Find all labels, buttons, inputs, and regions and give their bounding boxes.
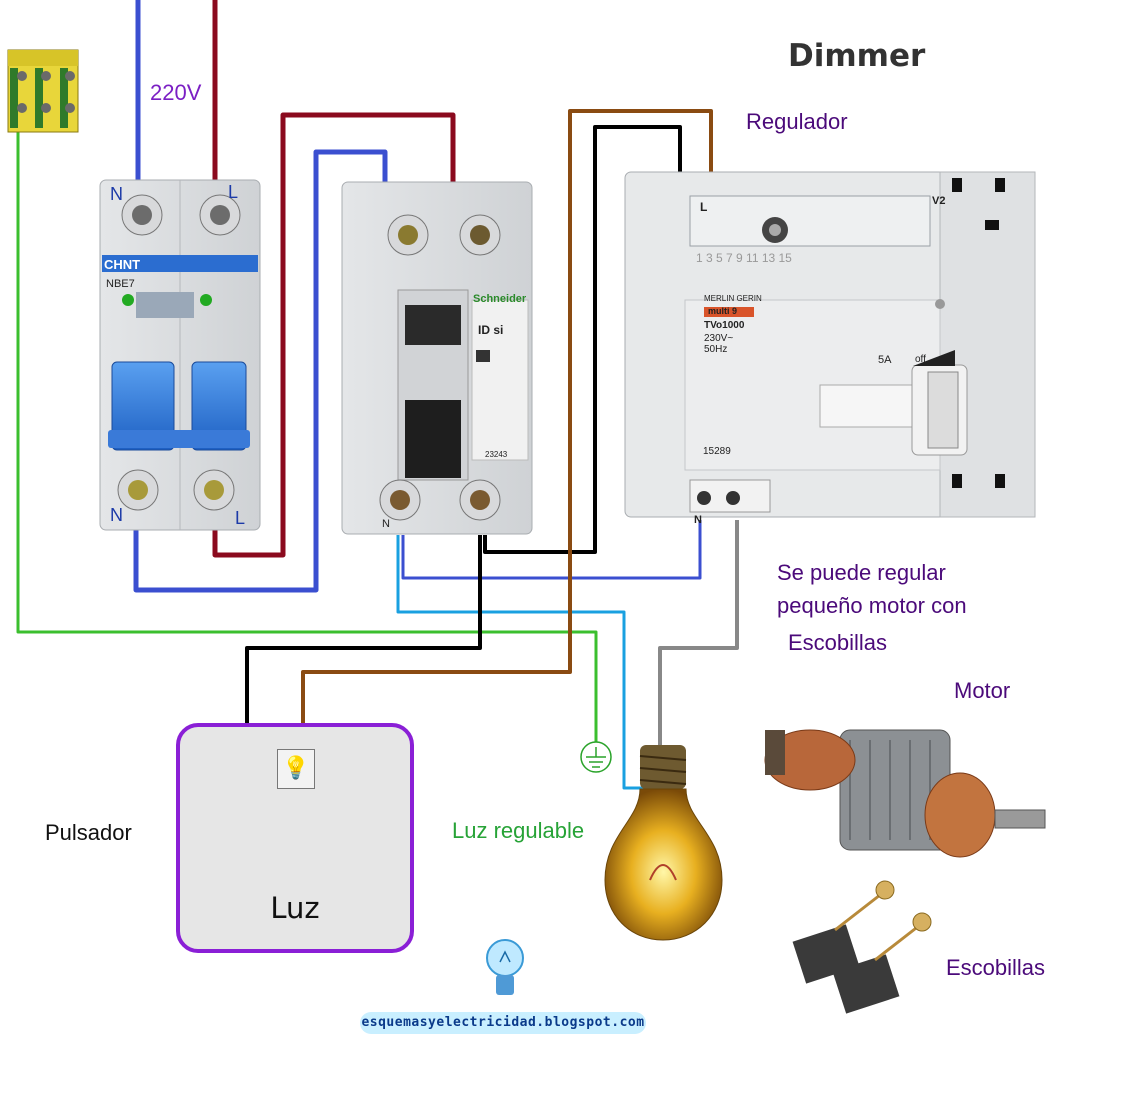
dimmer-terminal-n: N bbox=[694, 514, 702, 526]
dimmer-model: TVo1000 bbox=[704, 320, 745, 331]
wires bbox=[16, 0, 739, 790]
pushbutton-switch[interactable]: 💡 Luz bbox=[176, 723, 414, 953]
dimmer-frequency: 50Hz bbox=[704, 344, 728, 355]
neutral-breaker-rcd-wire bbox=[133, 149, 388, 593]
residual-current-device bbox=[341, 181, 533, 535]
phase-rcd-switch-wire bbox=[245, 535, 482, 724]
note-line-3: Escobillas bbox=[788, 630, 888, 655]
dimmer-brand: MERLIN GERIN bbox=[704, 294, 762, 303]
breaker-terminal-n-bottom: N bbox=[110, 505, 123, 525]
dimmer-off-label: off bbox=[915, 354, 926, 365]
dimmer-terminal-l: L bbox=[700, 200, 708, 214]
neutral-rcd-lamp-wire bbox=[396, 535, 650, 790]
note-line-1: Se puede regular bbox=[777, 560, 946, 585]
breaker-terminal-n-top: N bbox=[110, 184, 123, 204]
breaker-model: NBE7 bbox=[106, 278, 135, 290]
circuit-breaker bbox=[99, 179, 261, 531]
luz-regulable-label: Luz regulable bbox=[452, 818, 585, 843]
dimmer-lamp-wire bbox=[658, 520, 739, 752]
diagram-title: Dimmer bbox=[788, 38, 926, 74]
dimmer-terminal-numbers: 1 3 5 7 9 11 13 15 bbox=[696, 251, 792, 265]
voltage-label: 220V bbox=[150, 80, 202, 105]
terminal-block bbox=[7, 49, 79, 133]
switch-label: Luz bbox=[270, 891, 320, 925]
dimmer-fuse: 5A bbox=[878, 354, 892, 366]
escobillas-label: Escobillas bbox=[946, 955, 1046, 980]
earth-wire bbox=[16, 130, 598, 742]
blog-url[interactable]: esquemasyelectricidad.blogspot.com bbox=[360, 1012, 646, 1034]
carbon-brushes bbox=[792, 880, 932, 1014]
rcd-model: ID si bbox=[478, 323, 504, 337]
rcd-code: 23243 bbox=[485, 450, 508, 459]
light-bulb-icon: 💡 bbox=[277, 749, 315, 789]
earth-symbol bbox=[580, 741, 612, 773]
pushbutton-return-wire bbox=[301, 109, 713, 724]
dimmer-range: multi 9 bbox=[708, 306, 738, 316]
dimmer-module bbox=[624, 171, 1036, 518]
motor bbox=[764, 729, 1046, 858]
regulador-label: Regulador bbox=[746, 109, 848, 134]
phase-breaker-rcd-wire bbox=[212, 112, 456, 558]
note-line-2: pequeño motor con bbox=[777, 593, 967, 618]
phase-rcd-dimmer-wire bbox=[483, 125, 682, 554]
dimmer-variant: V2 bbox=[932, 195, 946, 207]
pulsador-label: Pulsador bbox=[45, 820, 132, 845]
blog-bulb-icon bbox=[486, 939, 524, 995]
dimmer-voltage: 230V~ bbox=[704, 333, 734, 344]
motor-label: Motor bbox=[954, 678, 1011, 703]
breaker-brand: CHNT bbox=[104, 257, 141, 272]
rcd-terminal-n: N bbox=[382, 518, 390, 530]
rcd-brand: Schneider bbox=[473, 293, 527, 305]
breaker-terminal-l-top: L bbox=[228, 182, 239, 202]
neutral-rcd-dimmer-wire bbox=[401, 520, 702, 580]
breaker-terminal-l-bottom: L bbox=[235, 508, 246, 528]
dimmer-code: 15289 bbox=[703, 446, 731, 457]
lamp bbox=[604, 745, 723, 941]
